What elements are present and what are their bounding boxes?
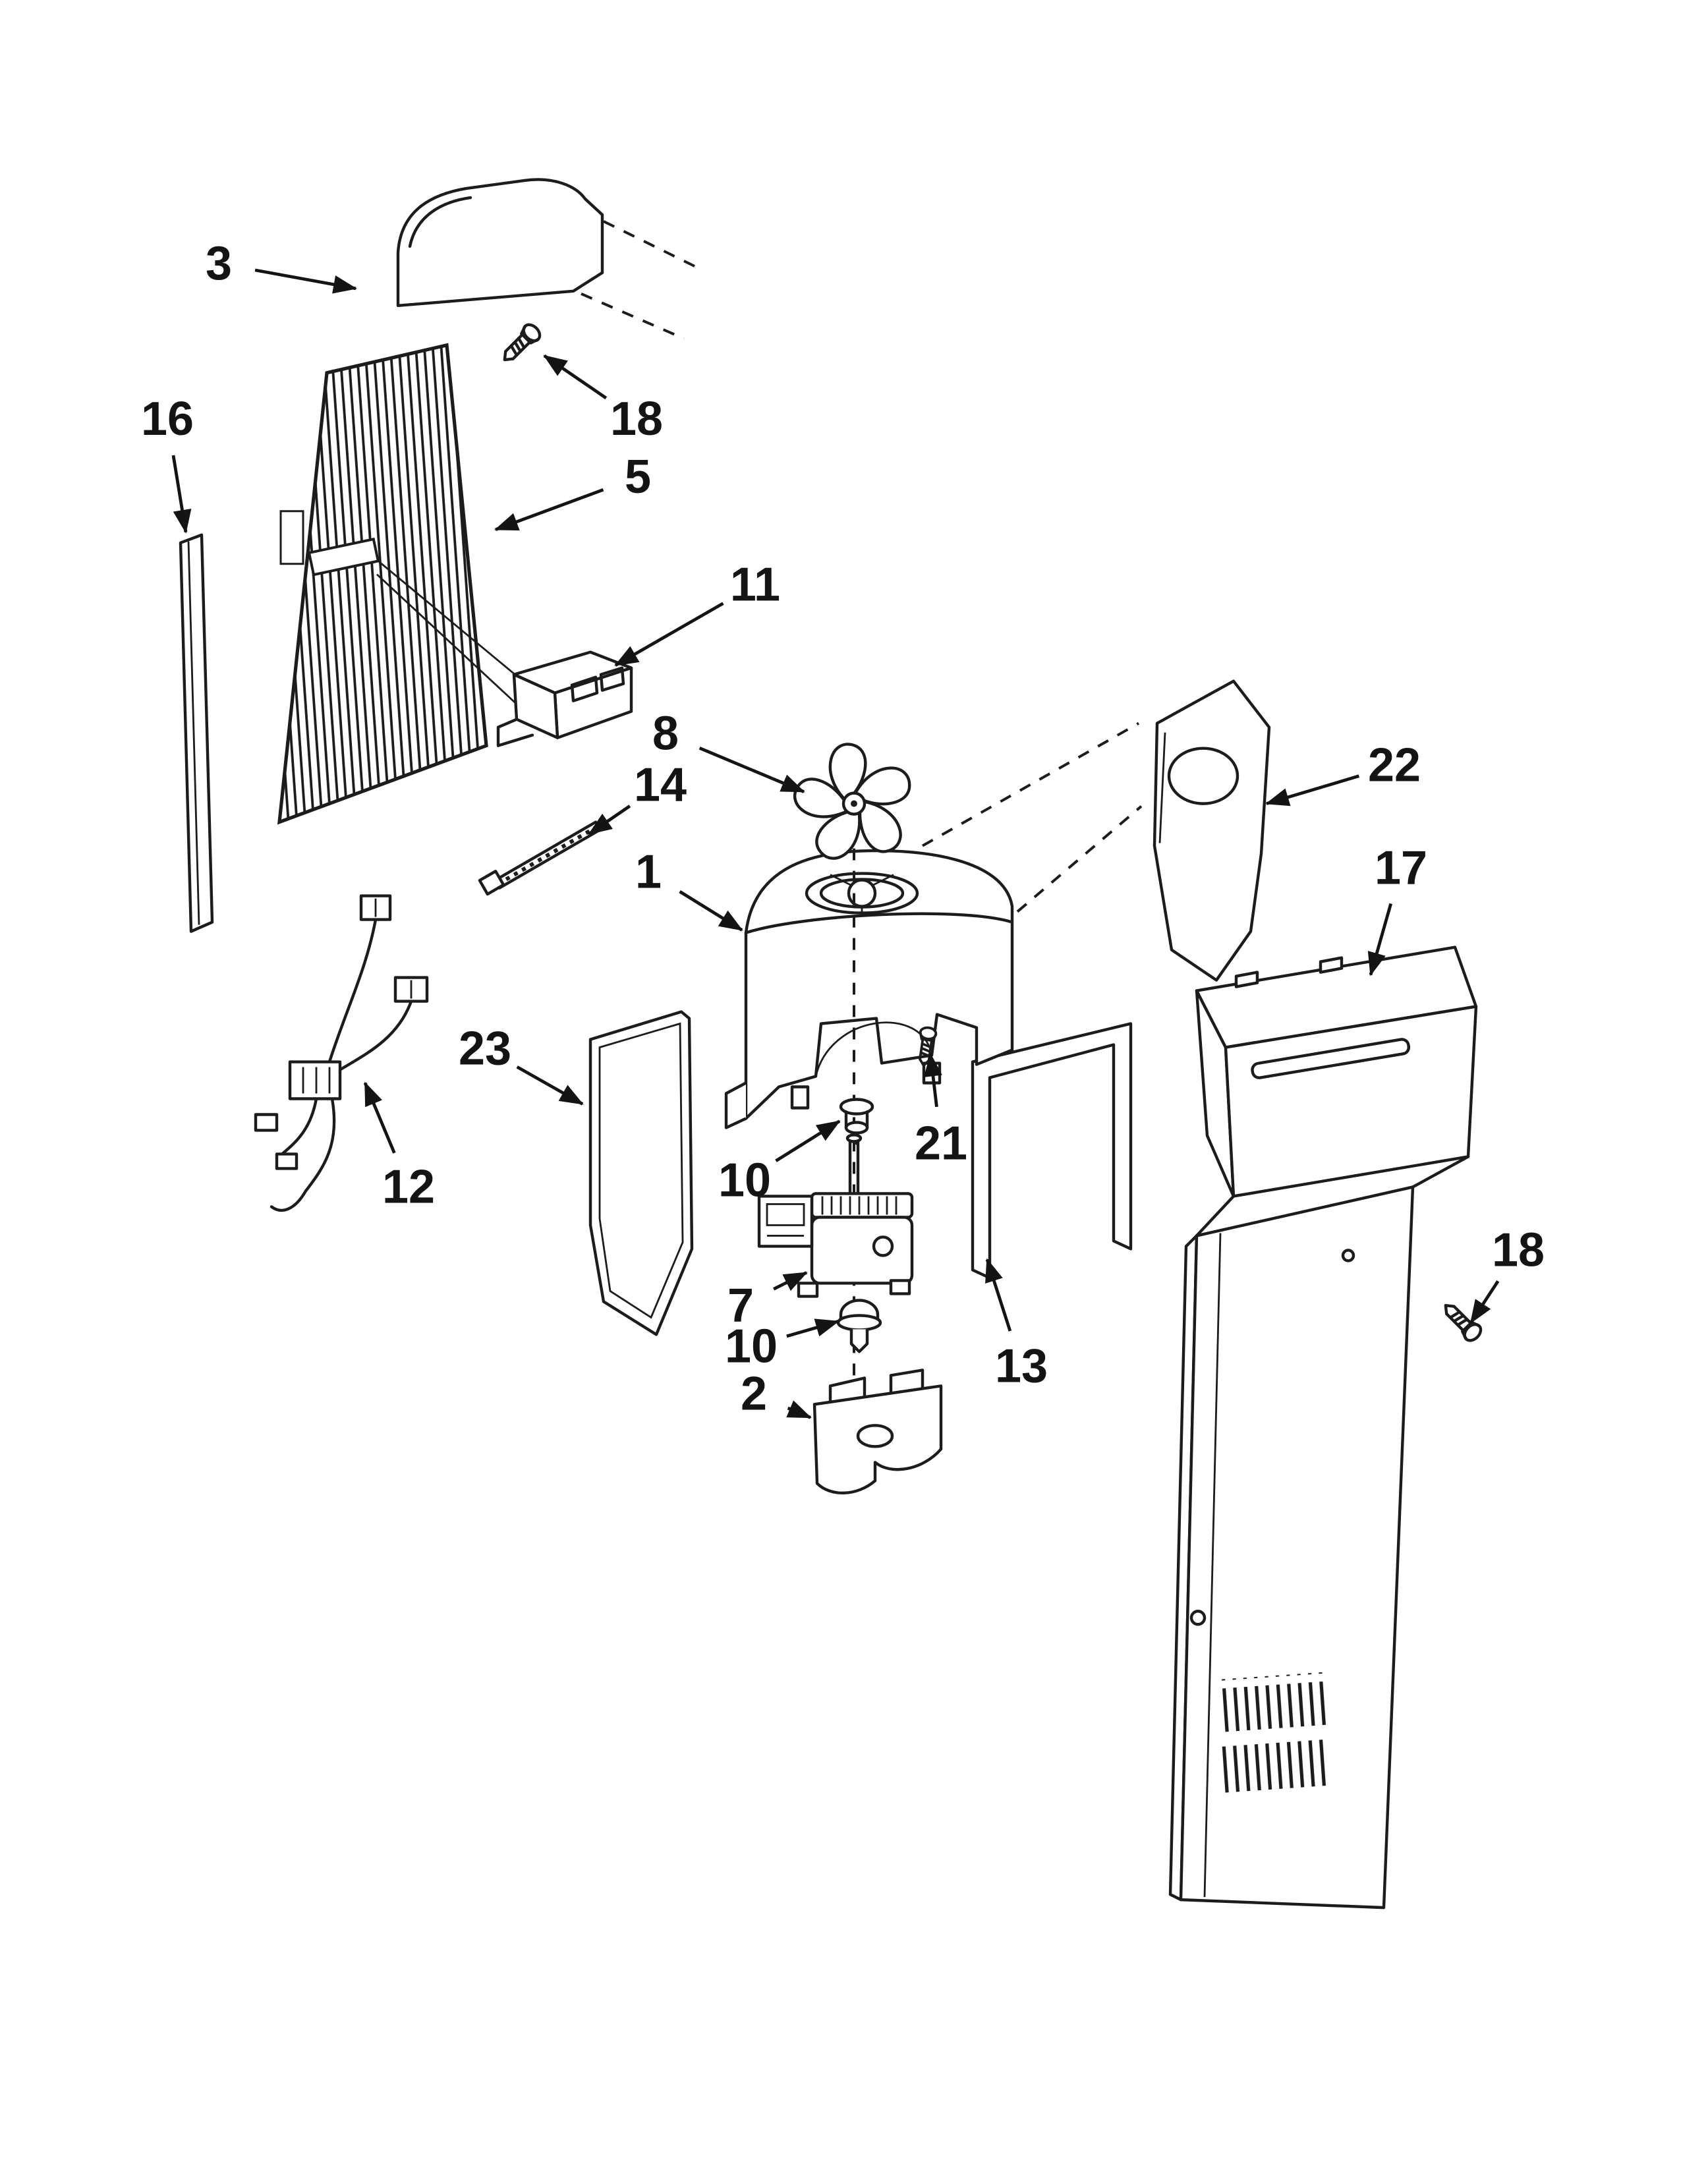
part-8-fan-blade — [793, 743, 911, 860]
part-2-motor-bracket — [812, 1369, 943, 1495]
part-5-evaporator-grille — [277, 343, 525, 825]
callout-arrow — [786, 1318, 840, 1338]
assembly-dashed-lines — [581, 220, 1143, 913]
callout-13: 13 — [985, 1258, 1048, 1392]
callout-18: 18 — [543, 354, 663, 445]
callout-16: 16 — [141, 393, 194, 534]
part-11-clip-bracket — [496, 650, 633, 747]
callout-arrow — [786, 1400, 812, 1419]
callout-label: 1 — [635, 846, 662, 899]
part-18-screw-top — [498, 322, 543, 366]
callout-arrow — [775, 1119, 841, 1162]
callout-label: 2 — [741, 1367, 767, 1420]
callout-2: 2 — [741, 1367, 812, 1420]
callout-12: 12 — [363, 1081, 435, 1213]
callout-arrow — [543, 354, 608, 400]
callout-label: 22 — [1368, 739, 1421, 792]
callout-arrow — [985, 1258, 1012, 1332]
callout-arrow — [1265, 774, 1360, 807]
callout-arrow — [588, 805, 631, 835]
part-17-air-tower — [1168, 946, 1478, 1910]
part-13-support-channel — [971, 1022, 1133, 1280]
callout-18: 18 — [1469, 1224, 1545, 1324]
callout-22: 22 — [1265, 739, 1421, 807]
part-23-side-panel-left — [588, 1010, 694, 1336]
part-3-air-duct-cover — [396, 178, 604, 308]
part-14-cable-tie — [478, 820, 602, 896]
callout-label: 3 — [206, 237, 232, 290]
callout-arrow — [363, 1081, 396, 1154]
callout-arrow — [516, 1065, 584, 1106]
callout-arrow — [494, 488, 604, 532]
part-1-fan-shroud — [724, 849, 1014, 1129]
callout-10: 10 — [718, 1119, 841, 1206]
part-18-screw-right — [1439, 1299, 1484, 1344]
callout-label: 17 — [1375, 842, 1427, 895]
callout-label: 16 — [141, 393, 194, 445]
part-12-wire-harness — [254, 894, 429, 1212]
callout-label: 21 — [915, 1117, 967, 1170]
callout-label: 10 — [718, 1154, 771, 1206]
callout-label: 23 — [459, 1023, 511, 1075]
callout-arrow — [924, 1052, 942, 1108]
callout-label: 13 — [995, 1340, 1048, 1392]
callout-label: 18 — [1492, 1224, 1545, 1276]
callout-label: 14 — [634, 759, 687, 812]
part-10-grommet-lower — [836, 1299, 882, 1353]
callout-label: 10 — [725, 1320, 778, 1372]
callout-arrow — [614, 602, 724, 667]
callout-21: 21 — [915, 1052, 967, 1170]
callout-1: 1 — [635, 846, 743, 932]
callout-3: 3 — [206, 237, 357, 294]
callout-label: 12 — [382, 1160, 435, 1213]
callout-label: 7 — [727, 1279, 754, 1332]
callout-arrow — [773, 1271, 808, 1291]
callout-14: 14 — [588, 759, 687, 835]
part-7-fan-motor — [757, 1133, 914, 1298]
callout-5: 5 — [494, 451, 651, 532]
callout-arrow — [698, 747, 805, 793]
callout-arrow — [171, 455, 192, 534]
part-22-side-panel-hole — [1153, 679, 1271, 982]
callout-arrow — [1367, 903, 1393, 976]
callout-label: 11 — [730, 559, 780, 611]
callout-arrow — [1469, 1280, 1500, 1324]
callout-label: 8 — [652, 708, 679, 760]
callout-11: 11 — [614, 559, 780, 667]
part-10-grommet-upper — [839, 1098, 874, 1145]
callout-arrow — [679, 890, 743, 932]
callout-label: 18 — [610, 393, 663, 445]
callout-7: 7 — [727, 1271, 808, 1332]
callout-8: 8 — [652, 708, 805, 793]
callout-arrow — [254, 268, 357, 294]
callout-10: 10 — [725, 1318, 840, 1372]
callout-label: 5 — [625, 451, 651, 503]
callout-17: 17 — [1367, 842, 1427, 976]
part-16-trim-strip — [179, 533, 214, 933]
callout-23: 23 — [459, 1023, 584, 1106]
